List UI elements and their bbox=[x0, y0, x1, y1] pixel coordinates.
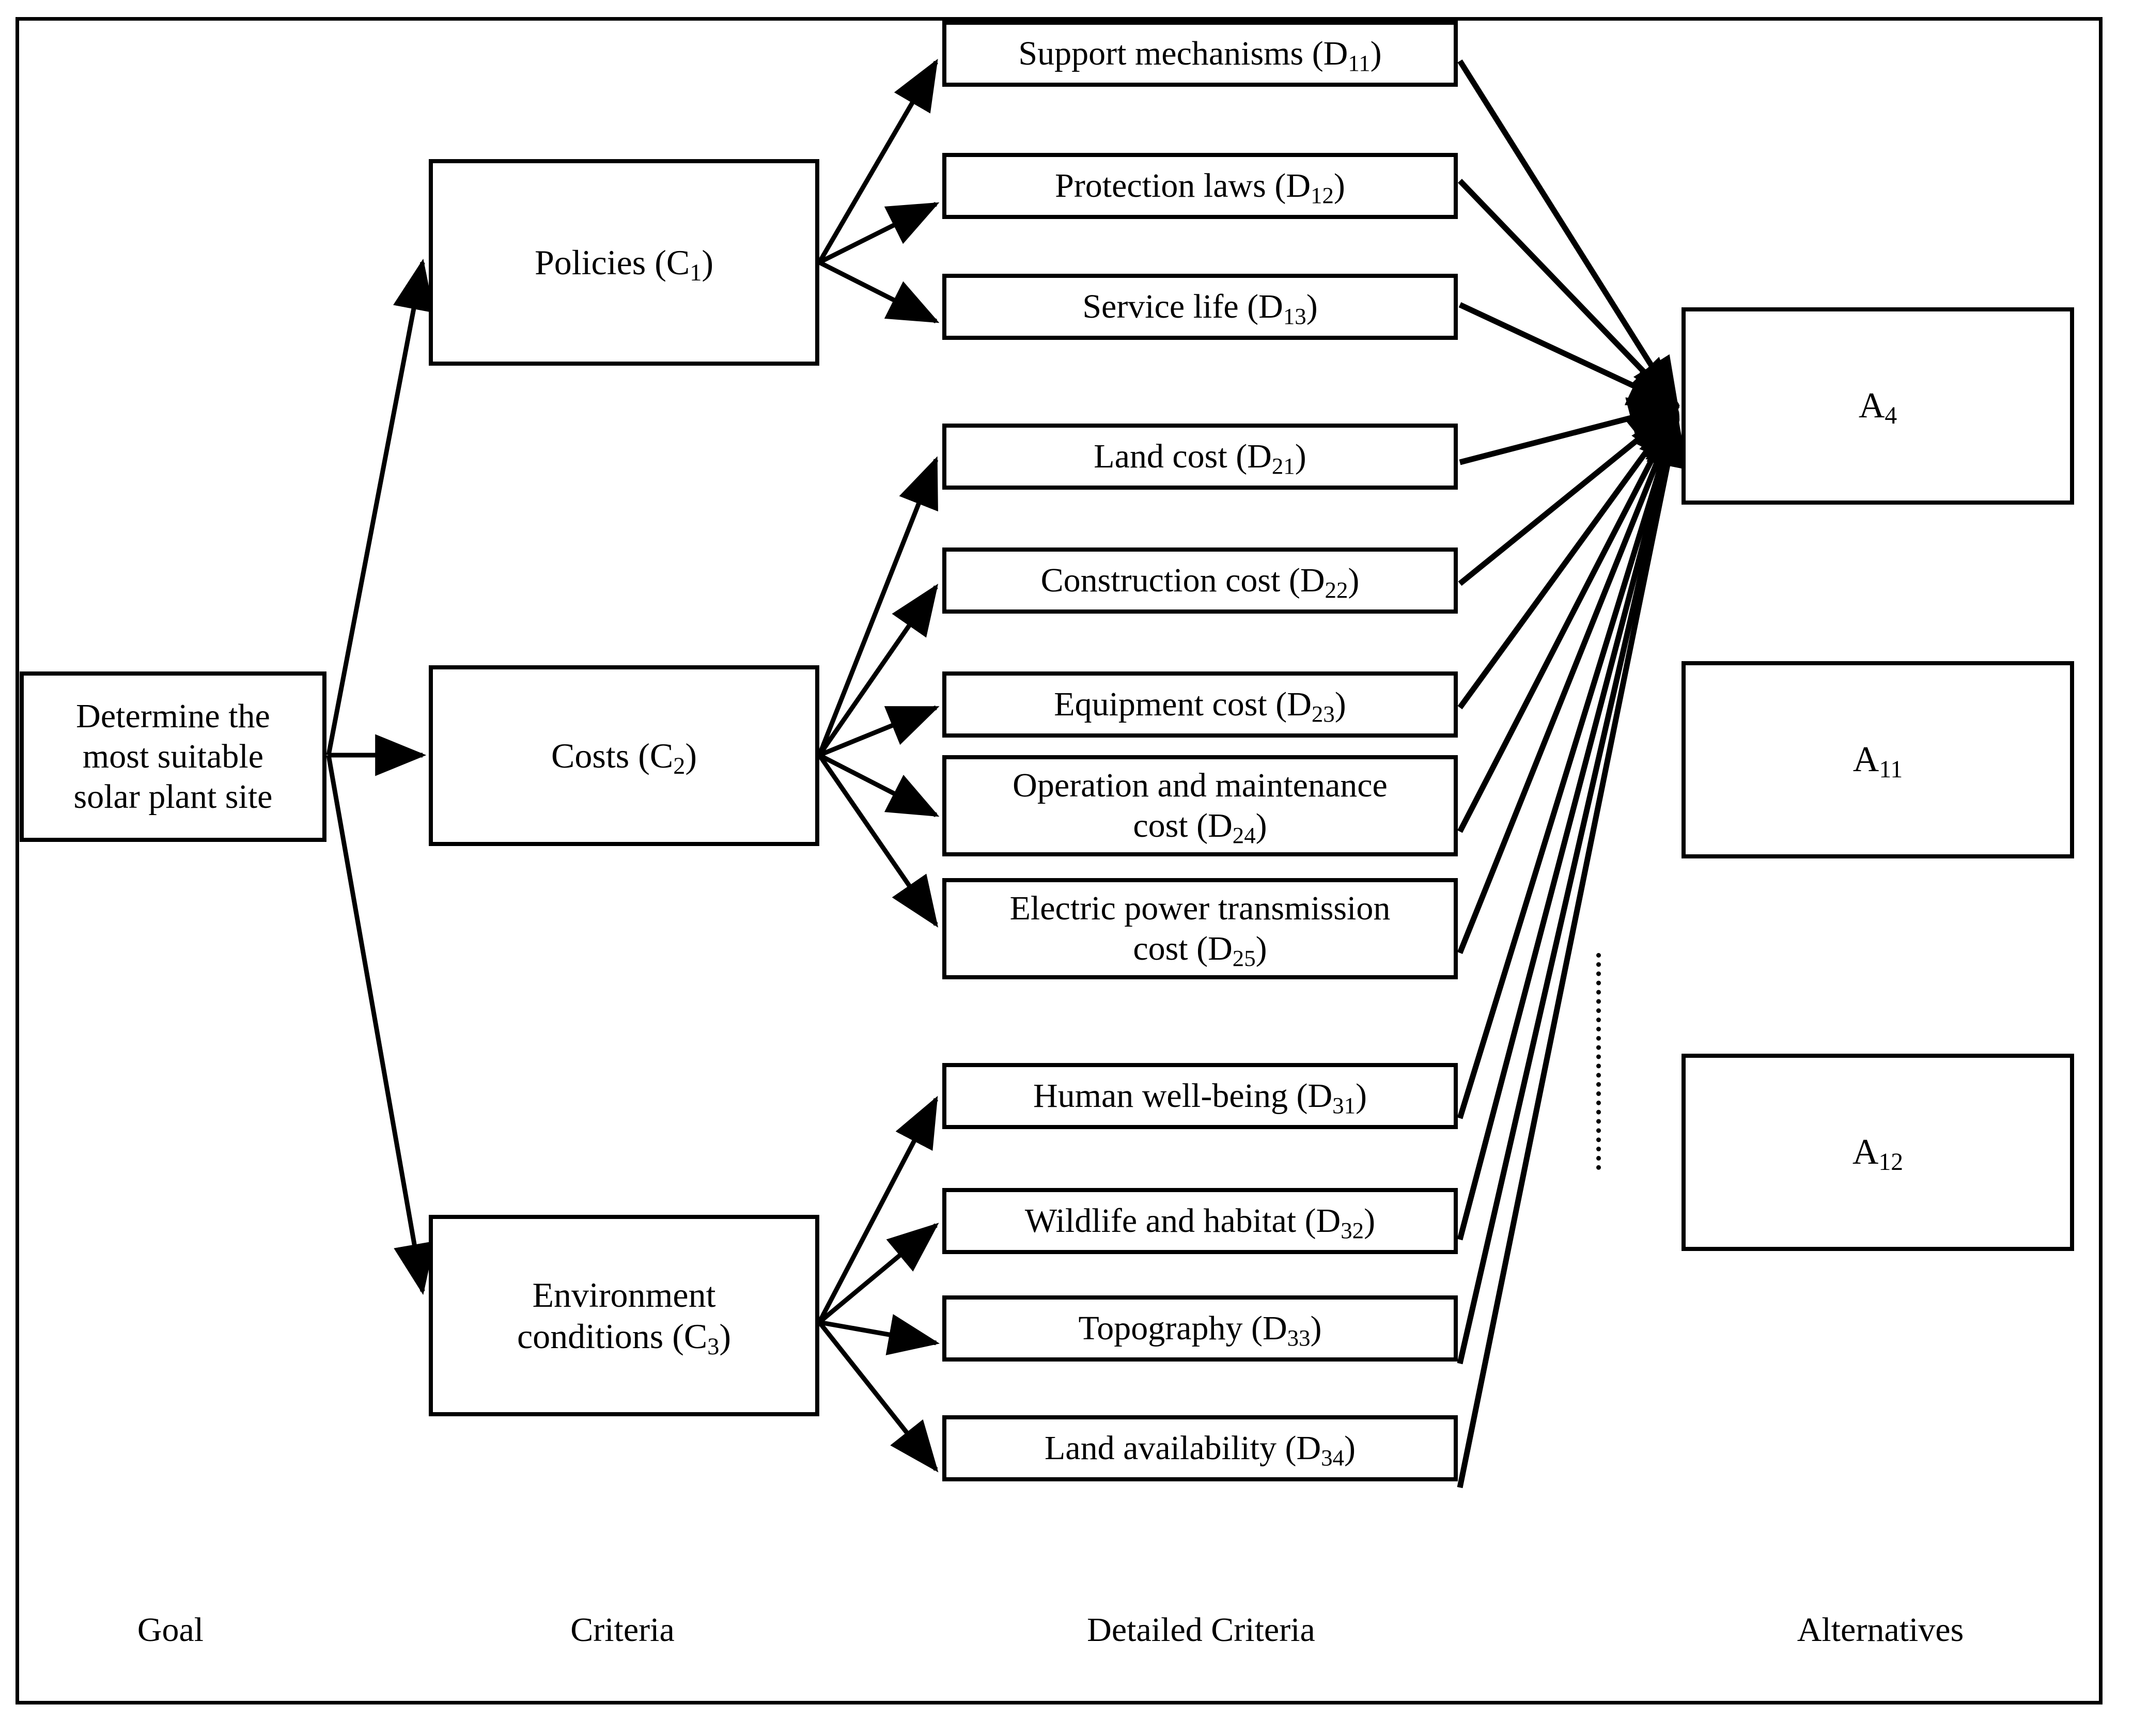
alternative-label-A4: A4 bbox=[1858, 385, 1897, 430]
detail-label-D12: Protection laws (D12) bbox=[1055, 167, 1345, 208]
detail-box-D33[interactable]: Topography (D33) bbox=[942, 1295, 1458, 1362]
diagram-outer-border bbox=[15, 17, 2103, 1704]
column-label-alternatives: Alternatives bbox=[1797, 1611, 1964, 1649]
detail-box-D22[interactable]: Construction cost (D22) bbox=[942, 548, 1458, 614]
detail-label-D13: Service life (D13) bbox=[1082, 288, 1318, 329]
alternative-label-A11: A11 bbox=[1852, 739, 1903, 784]
detail-label-D33: Topography (D33) bbox=[1078, 1309, 1322, 1351]
detail-box-D32[interactable]: Wildlife and habitat (D32) bbox=[942, 1188, 1458, 1254]
alternative-label-A12: A12 bbox=[1852, 1132, 1904, 1176]
detail-label-D11: Support mechanisms (D11) bbox=[1018, 35, 1382, 76]
criteria-label-C2: Costs (C2) bbox=[551, 736, 697, 779]
detail-box-D21[interactable]: Land cost (D21) bbox=[942, 424, 1458, 490]
criteria-label-C1: Policies (C1) bbox=[534, 242, 714, 286]
detail-label-D22: Construction cost (D22) bbox=[1040, 561, 1360, 603]
detail-box-D12[interactable]: Protection laws (D12) bbox=[942, 153, 1458, 219]
detail-box-D11[interactable]: Support mechanisms (D11) bbox=[942, 21, 1458, 87]
column-label-detailed-criteria: Detailed Criteria bbox=[1087, 1611, 1315, 1649]
detail-box-D13[interactable]: Service life (D13) bbox=[942, 274, 1458, 340]
detail-label-D32: Wildlife and habitat (D32) bbox=[1024, 1202, 1376, 1243]
detail-label-D23: Equipment cost (D23) bbox=[1054, 685, 1346, 727]
criteria-box-C1[interactable]: Policies (C1) bbox=[429, 159, 819, 366]
criteria-box-C2[interactable]: Costs (C2) bbox=[429, 665, 819, 846]
detail-box-D34[interactable]: Land availability (D34) bbox=[942, 1415, 1458, 1481]
alternative-box-A11[interactable]: A11 bbox=[1682, 661, 2074, 858]
detail-label-D31: Human well-being (D31) bbox=[1033, 1077, 1367, 1118]
detail-label-D34: Land availability (D34) bbox=[1044, 1429, 1356, 1471]
detail-box-D31[interactable]: Human well-being (D31) bbox=[942, 1063, 1458, 1129]
alternative-box-A12[interactable]: A12 bbox=[1682, 1054, 2074, 1251]
column-label-goal: Goal bbox=[137, 1611, 204, 1649]
detail-box-D23[interactable]: Equipment cost (D23) bbox=[942, 671, 1458, 738]
detail-label-D21: Land cost (D21) bbox=[1094, 437, 1306, 479]
column-label-criteria: Criteria bbox=[570, 1611, 675, 1649]
alternative-box-A4[interactable]: A4 bbox=[1682, 307, 2074, 505]
alternatives-ellipsis-dots bbox=[1596, 953, 1601, 1170]
